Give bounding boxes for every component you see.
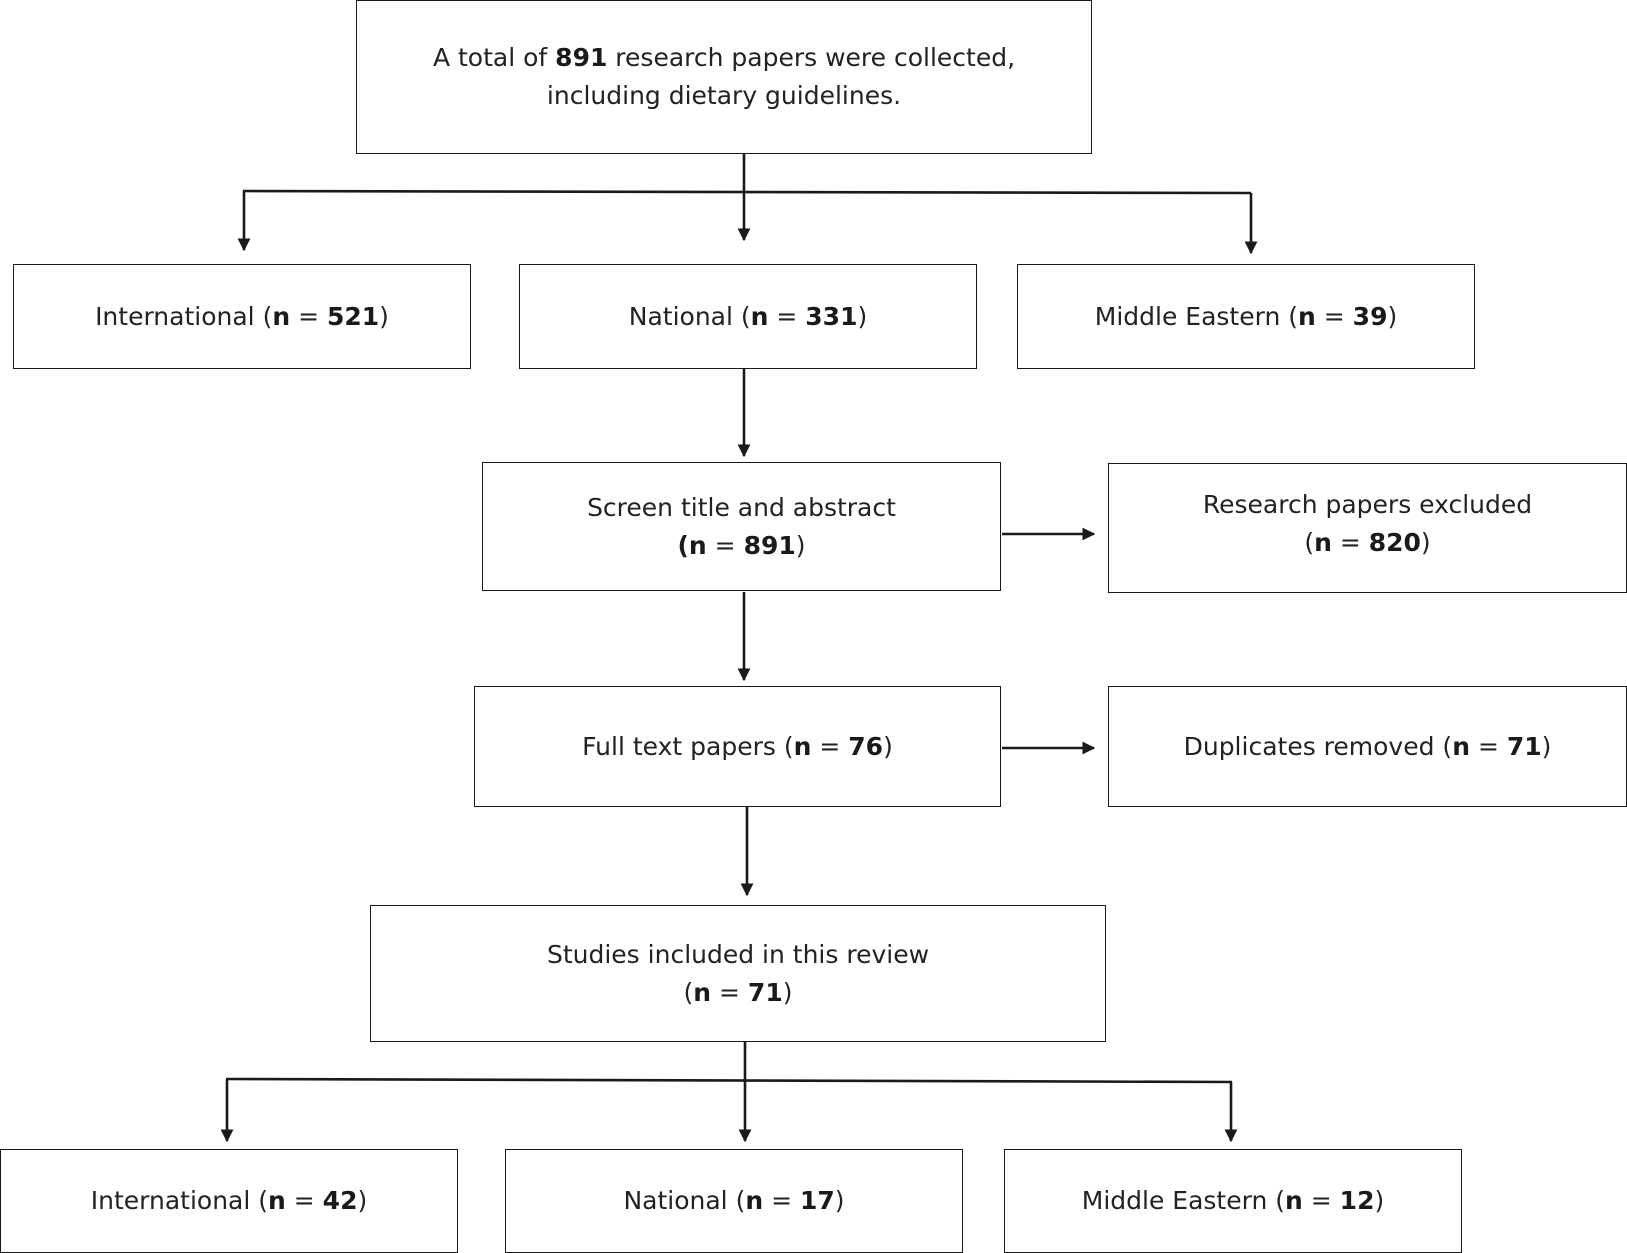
fulltext-count: 76 <box>848 731 884 761</box>
duplicates-text: Duplicates removed (n = 71) <box>1183 731 1552 761</box>
box-papers-collected: A total of 891 research papers were coll… <box>356 0 1092 154</box>
connector-top-branch-bar <box>242 189 1252 195</box>
src-national-count: 331 <box>805 301 858 331</box>
screen-label: Screen title and abstract <box>587 492 896 522</box>
excluded-count: 820 <box>1368 528 1421 557</box>
box-screen-title-abstract: Screen title and abstract (n = 891) <box>482 462 1001 591</box>
duplicates-count: 71 <box>1506 731 1542 761</box>
src-national-text: National (n = 331) <box>628 301 868 331</box>
box-src-international: International (n = 521) <box>13 264 471 369</box>
inc-national-text: National (n = 17) <box>623 1186 845 1215</box>
box-inc-national: National (n = 17) <box>505 1149 963 1253</box>
excluded-count-line: (n = 820) <box>1304 528 1431 557</box>
inc-international-text: International (n = 42) <box>90 1186 368 1215</box>
src-international-count: 521 <box>326 301 380 331</box>
inc-middle-eastern-count: 12 <box>1339 1186 1375 1215</box>
src-middle-eastern-count: 39 <box>1352 301 1388 331</box>
box-src-national: National (n = 331) <box>519 264 977 369</box>
included-count-line: (n = 71) <box>683 977 793 1007</box>
collected-text-post: research papers were collected, <box>607 43 1016 72</box>
excluded-label: Research papers excluded <box>1202 490 1533 519</box>
collected-text-pre: A total of <box>432 43 556 72</box>
included-label: Studies included in this review <box>546 939 930 969</box>
box-duplicates-removed: Duplicates removed (n = 71) <box>1108 686 1627 807</box>
box-papers-excluded: Research papers excluded (n = 820) <box>1108 463 1627 593</box>
src-international-text: International (n = 521) <box>95 301 389 331</box>
collected-count: 891 <box>555 43 608 72</box>
src-middle-eastern-text: Middle Eastern (n = 39) <box>1094 301 1398 331</box>
box-src-middle-eastern: Middle Eastern (n = 39) <box>1017 264 1475 369</box>
included-count: 71 <box>747 977 783 1007</box>
screen-count: 891 <box>743 530 796 560</box>
inc-international-count: 42 <box>322 1186 358 1215</box>
box-studies-included: Studies included in this review (n = 71) <box>370 905 1106 1042</box>
screen-count-line: (n = 891) <box>677 530 806 560</box>
fulltext-text: Full text papers (n = 76) <box>582 731 893 761</box>
collected-line-1: A total of 891 research papers were coll… <box>433 39 1015 77</box>
box-full-text-papers: Full text papers (n = 76) <box>474 686 1001 807</box>
box-inc-middle-eastern: Middle Eastern (n = 12) <box>1004 1149 1462 1253</box>
inc-national-count: 17 <box>799 1186 835 1215</box>
box-inc-international: International (n = 42) <box>0 1149 458 1253</box>
connector-bottom-branch-bar <box>225 1077 1233 1084</box>
collected-line-2: including dietary guidelines. <box>546 81 902 110</box>
inc-middle-eastern-text: Middle Eastern (n = 12) <box>1081 1186 1385 1215</box>
